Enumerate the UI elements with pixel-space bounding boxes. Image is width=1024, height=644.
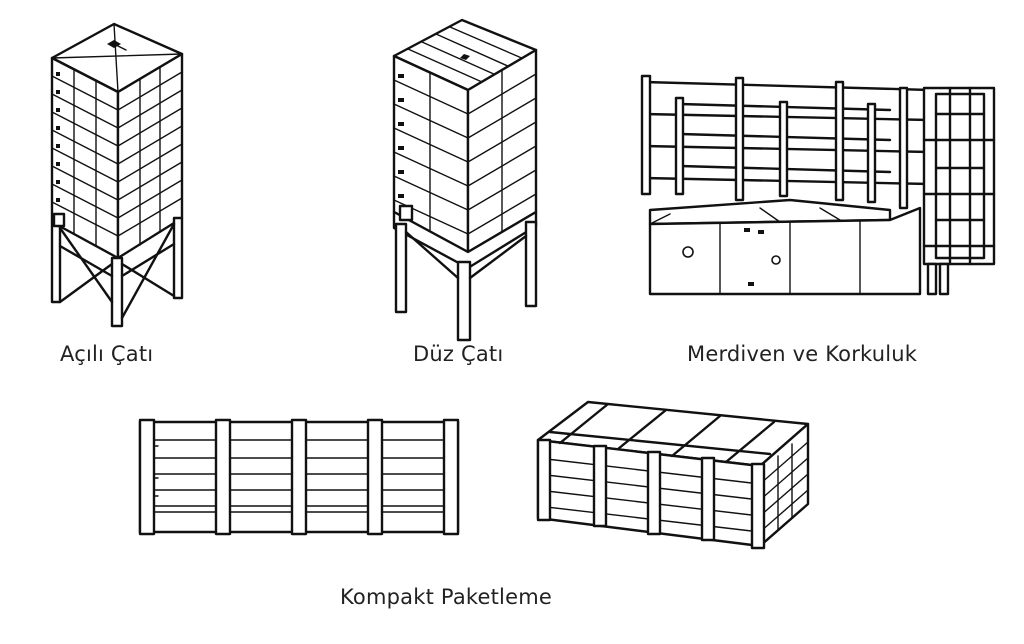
caption-compact-packaging: Kompakt Paketleme (340, 585, 552, 609)
flat-roof-silo-illustration (386, 16, 546, 344)
angled-roof-silo-illustration (40, 18, 200, 330)
caption-flat-roof: Düz Çatı (413, 342, 504, 366)
ladder-and-railing-illustration (640, 74, 1000, 300)
caption-ladder-railing: Merdiven ve Korkuluk (687, 342, 918, 366)
caption-angled-roof: Açılı Çatı (60, 342, 154, 366)
compact-packaging-crate-front-illustration (136, 416, 462, 538)
compact-packaging-crate-perspective-illustration (530, 396, 814, 552)
